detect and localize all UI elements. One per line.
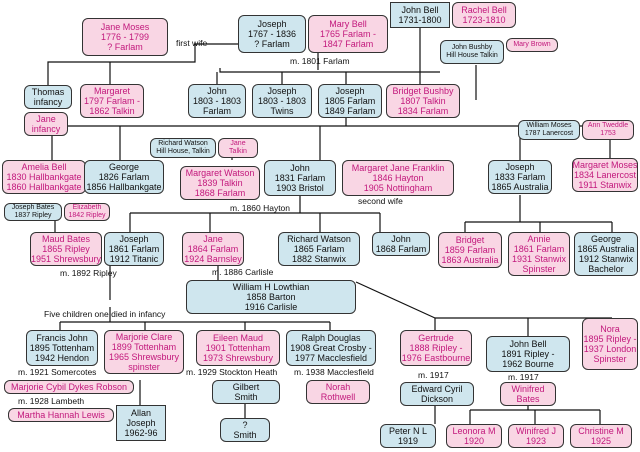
label-m-1929: m. 1929 Stockton Heath bbox=[186, 367, 278, 377]
label-m-1801: m. 1801 Farlam bbox=[290, 56, 350, 66]
label-m-1928: m. 1928 Lambeth bbox=[18, 396, 85, 406]
label-second-wife: second wife bbox=[358, 196, 403, 206]
label-m-1921: m. 1921 Somercotes bbox=[18, 367, 97, 377]
label-m-1917-a: m. 1917 bbox=[418, 370, 449, 380]
person-mary-brown[interactable]: Mary Brown bbox=[506, 38, 558, 52]
label-five-children: Five children one died in infancy bbox=[44, 309, 166, 319]
person-q-smith[interactable]: ?Smith bbox=[220, 418, 270, 442]
label-m-1917-b: m. 1917 bbox=[508, 372, 539, 382]
label-m-1860: m. 1860 Hayton bbox=[230, 203, 291, 213]
person-martha-lewis[interactable]: Martha Hannah Lewis bbox=[8, 408, 114, 422]
label-m-1892: m. 1892 Ripley bbox=[60, 268, 117, 278]
label-m-1886: m. 1886 Carlisle bbox=[212, 267, 274, 277]
person-marjorie-cybil[interactable]: Marjorie Cybil Dykes Robson bbox=[4, 380, 134, 394]
label-m-1938: m. 1938 Macclesfield bbox=[294, 367, 374, 377]
label-first-wife: first wife bbox=[176, 38, 208, 48]
